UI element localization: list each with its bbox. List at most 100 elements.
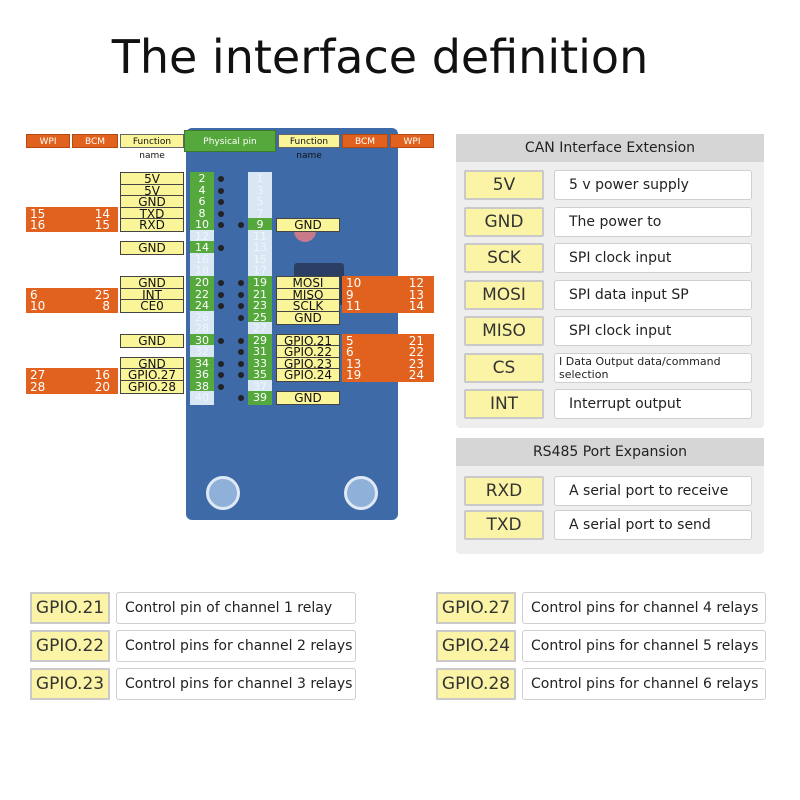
function-label: GPIO.21 xyxy=(276,334,340,348)
bcm-number: 19 xyxy=(342,368,388,382)
wpi-number: 6 xyxy=(26,288,72,302)
function-label: MOSI xyxy=(276,276,340,290)
pin-number: 25 xyxy=(248,311,272,325)
header-bcm-left: BCM xyxy=(72,134,118,148)
pin-dot xyxy=(218,280,224,286)
pin-number: 6 xyxy=(190,195,214,209)
bcm-number: 5 xyxy=(342,334,388,348)
mounting-hole xyxy=(344,476,378,510)
pin-number: 9 xyxy=(248,218,272,232)
can-signal-description: SPI clock input xyxy=(554,316,752,346)
pin-number: 17 xyxy=(248,264,272,278)
header-bcm-right: BCM xyxy=(342,134,388,148)
pin-dot xyxy=(218,188,224,194)
pin-number: 32 xyxy=(190,345,214,359)
can-signal-description: The power to xyxy=(554,206,752,237)
can-signal-name: CS xyxy=(464,352,544,383)
wpi-number: 21 xyxy=(388,334,434,348)
pin-dot xyxy=(218,372,224,378)
bcm-number: 25 xyxy=(72,288,118,302)
wpi-number: 23 xyxy=(388,357,434,371)
rs485-signal-description: A serial port to send xyxy=(554,510,752,540)
pin-number: 34 xyxy=(190,357,214,371)
header-function-right: Function name xyxy=(278,134,340,161)
function-label: GND xyxy=(276,311,340,325)
pin-dot xyxy=(238,303,244,309)
function-label: GND xyxy=(120,241,184,255)
rs485-signal-description: A serial port to receive xyxy=(554,476,752,506)
bcm-number: 8 xyxy=(72,299,118,313)
pin-number: 4 xyxy=(190,184,214,198)
function-label: GND xyxy=(276,218,340,232)
pin-number: 27 xyxy=(248,322,272,336)
pin-number: 8 xyxy=(190,207,214,221)
bcm-number: 13 xyxy=(342,357,388,371)
can-signal-description: Interrupt output xyxy=(554,389,752,419)
pin-number: 5 xyxy=(248,195,272,209)
pin-dot xyxy=(238,395,244,401)
function-label: TXD xyxy=(120,207,184,221)
pin-dot xyxy=(218,199,224,205)
pin-number: 23 xyxy=(248,299,272,313)
function-label: GND xyxy=(276,391,340,405)
pin-dot xyxy=(218,176,224,182)
can-signal-description: I Data Output data/command selection xyxy=(554,352,752,383)
can-panel-title: CAN Interface Extension xyxy=(456,134,764,162)
function-label: SCLK xyxy=(276,299,340,313)
rs485-panel: RS485 Port Expansion RXD A serial port to… xyxy=(456,438,764,554)
pin-dot xyxy=(218,303,224,309)
gpio-description: Control pins for channel 3 relays xyxy=(116,668,356,700)
function-label: 5V xyxy=(120,172,184,186)
function-label: GPIO.24 xyxy=(276,368,340,382)
pin-number: 26 xyxy=(190,311,214,325)
wpi-number: 22 xyxy=(388,345,434,359)
gpio-name: GPIO.24 xyxy=(436,630,516,662)
can-signal-name: SCK xyxy=(464,243,544,273)
rs485-panel-title: RS485 Port Expansion xyxy=(456,438,764,466)
wpi-number: 15 xyxy=(26,207,72,221)
pin-number: 7 xyxy=(248,207,272,221)
bcm-number: 11 xyxy=(342,299,388,313)
can-signal-name: 5V xyxy=(464,170,544,200)
pin-dot xyxy=(238,292,244,298)
gpio-name: GPIO.23 xyxy=(30,668,110,700)
pin-number: 16 xyxy=(190,253,214,267)
mounting-hole xyxy=(206,476,240,510)
bcm-number: 9 xyxy=(342,288,388,302)
pin-number: 13 xyxy=(248,241,272,255)
gpio-name: GPIO.22 xyxy=(30,630,110,662)
function-label: CE0 xyxy=(120,299,184,313)
can-signal-name: INT xyxy=(464,389,544,419)
pin-number: 33 xyxy=(248,357,272,371)
page-title: The interface definition xyxy=(111,30,649,84)
pin-number: 37 xyxy=(248,380,272,394)
pin-number: 21 xyxy=(248,288,272,302)
gpio-name: GPIO.27 xyxy=(436,592,516,624)
pin-number: 1 xyxy=(248,172,272,186)
header-wpi-left: WPI xyxy=(26,134,70,148)
function-label: GND xyxy=(120,195,184,209)
pin-dot xyxy=(238,280,244,286)
pin-dot xyxy=(218,222,224,228)
wpi-number: 12 xyxy=(388,276,434,290)
gpio-name: GPIO.21 xyxy=(30,592,110,624)
rs485-signal-name: RXD xyxy=(464,476,544,506)
pin-number: 3 xyxy=(248,184,272,198)
function-label: GPIO.28 xyxy=(120,380,184,394)
function-label: INT xyxy=(120,288,184,302)
pin-number: 22 xyxy=(190,288,214,302)
gpio-name: GPIO.28 xyxy=(436,668,516,700)
pin-number: 39 xyxy=(248,391,272,405)
bcm-number: 6 xyxy=(342,345,388,359)
bcm-number: 20 xyxy=(72,380,118,394)
pin-dot xyxy=(218,338,224,344)
pin-number: 2 xyxy=(190,172,214,186)
pin-number: 18 xyxy=(190,264,214,278)
header-wpi-right: WPI xyxy=(390,134,434,148)
pin-number: 31 xyxy=(248,345,272,359)
can-signal-name: MISO xyxy=(464,316,544,346)
wpi-number: 10 xyxy=(26,299,72,313)
can-signal-description: SPI data input SP xyxy=(554,279,752,310)
pin-number: 29 xyxy=(248,334,272,348)
pin-number: 24 xyxy=(190,299,214,313)
